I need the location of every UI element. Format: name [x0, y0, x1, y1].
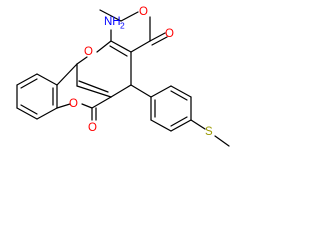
bond-benzo-2-double: [20, 78, 38, 89]
bond-phenyl-3-double: [170, 116, 188, 127]
bond-c4-c4a: [110, 84, 132, 98]
bond-ester-carbonyl: [149, 32, 166, 42]
bond-phenyl-2: [150, 119, 172, 132]
bond-ethyl-ch2: [120, 11, 139, 22]
bond-pyran-o-c10b: [76, 56, 88, 65]
bond-benzo-2: [16, 73, 38, 86]
bond-benzo-4: [16, 107, 38, 120]
bond-c5-lactone-o: [81, 103, 93, 109]
amino-subscript: 2: [120, 20, 125, 30]
ester-ether-o-label: O: [139, 6, 148, 18]
ester-carbonyl-o-label: O: [165, 28, 174, 40]
bond-ethyl-ch3: [99, 9, 122, 22]
amino-n-label: NH: [104, 16, 121, 28]
bond-phenyl-3: [170, 119, 192, 132]
bond-ester-to-ring: [130, 40, 151, 53]
pyran-o-label: O: [84, 46, 93, 58]
bond-benzo-1: [36, 73, 58, 86]
bond-c4-phenyl: [130, 84, 152, 98]
atom-label-layer: NH 2 O O O O O S: [69, 6, 213, 138]
bond-ester-carbonyl-double: [151, 36, 168, 46]
bond-s-methyl: [214, 135, 230, 147]
thioether-s-label: S: [205, 126, 213, 138]
lactone-o-label: O: [69, 98, 78, 110]
bond-phenyl-5-double: [170, 90, 188, 101]
bond-lactone-o-c6a: [56, 103, 71, 109]
molecule-structure-diagram: NH 2 O O O O O S: [16, 6, 230, 147]
bond-c2-pyran-o: [96, 40, 112, 53]
bond-benzo-4-double: [20, 104, 38, 115]
bond-phenyl-s: [190, 119, 206, 130]
bond-c4a-c10b-double: [78, 80, 109, 93]
bond-phenyl-5: [170, 85, 192, 98]
bond-c3-c2: [110, 40, 132, 53]
lactone-carbonyl-o-label: O: [88, 122, 97, 134]
bond-c4a-c5: [91, 96, 112, 109]
bond-phenyl-6: [150, 85, 172, 98]
bond-c10b-aromatic: [56, 63, 78, 86]
bond-benzo-5: [36, 107, 58, 120]
bond-c3-c2-double: [109, 45, 128, 57]
bond-c4a-c10b: [76, 85, 112, 98]
bond-layer: [16, 9, 230, 147]
